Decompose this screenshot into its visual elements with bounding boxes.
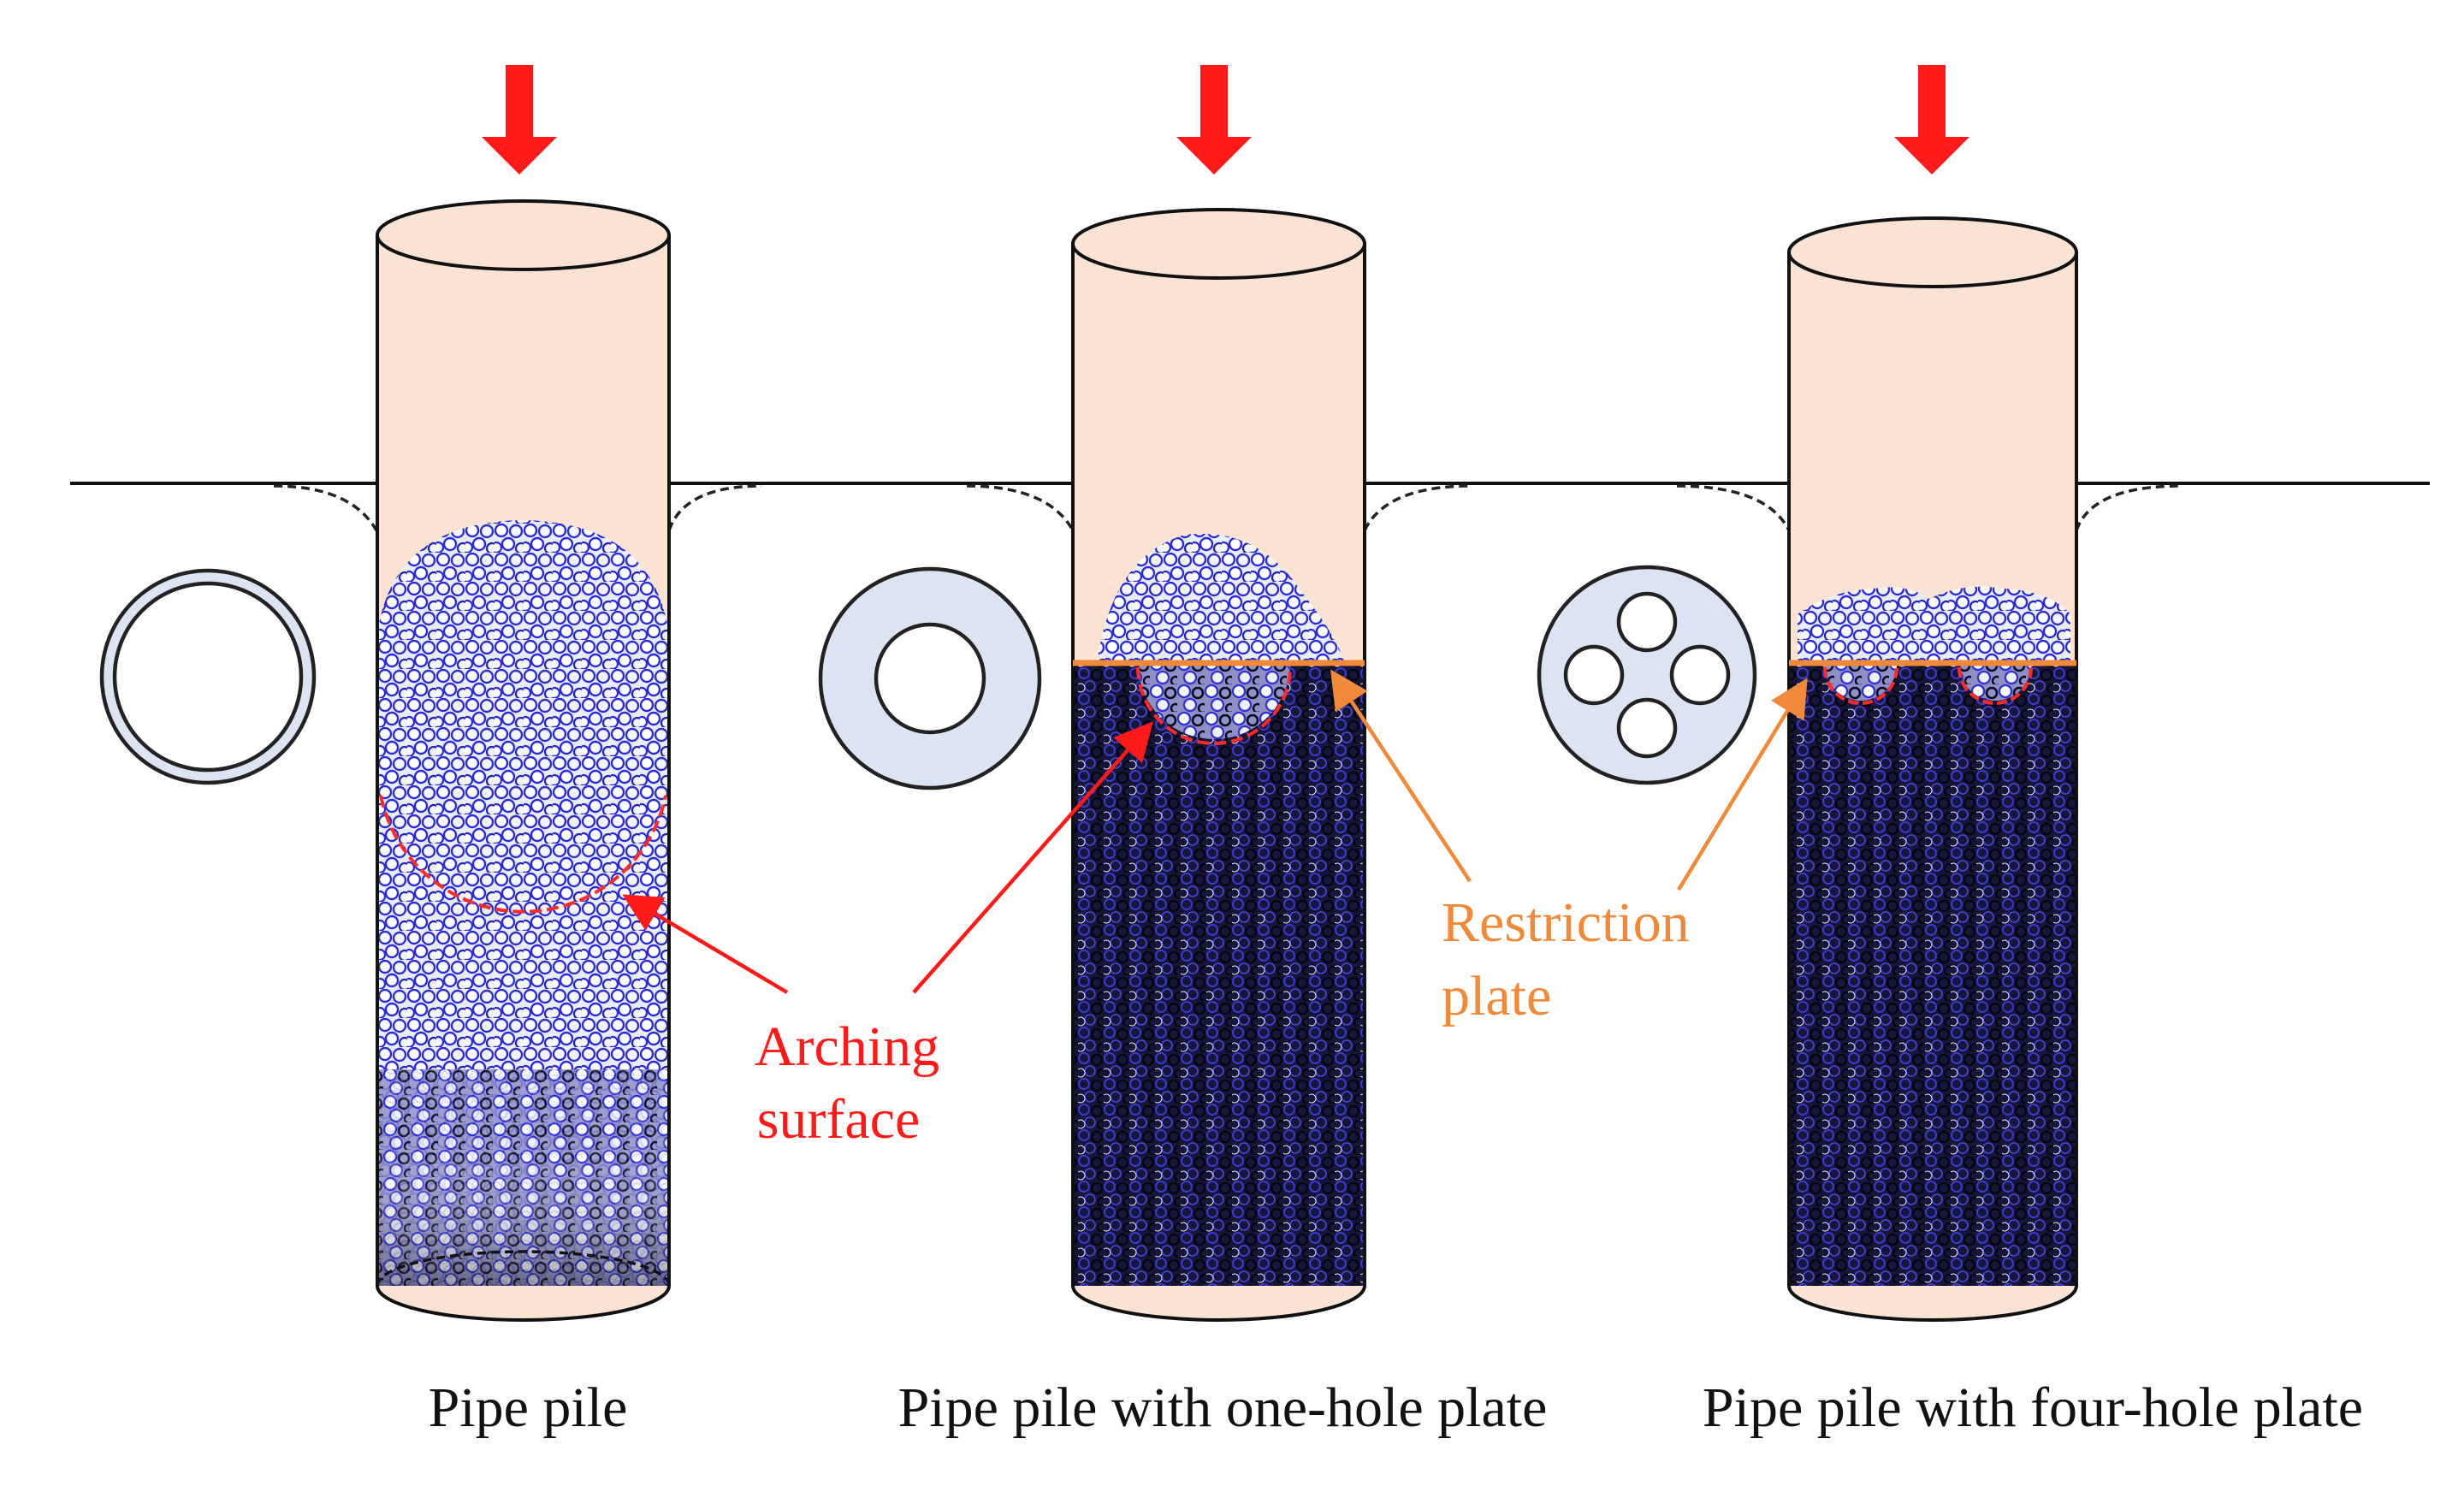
- caption-pipe-pile: Pipe pile: [429, 1376, 628, 1439]
- cross-section-icon: [1537, 565, 1757, 785]
- arching-surface-line: [1823, 666, 1898, 705]
- soil-plug: [1073, 533, 1365, 1286]
- load-arrow-icon: [482, 65, 557, 175]
- load-arrow-icon: [1894, 65, 1969, 175]
- arching-pointer-arrow: [912, 721, 1153, 994]
- soil-heave-dashes: [273, 484, 2183, 531]
- pile-top: [1787, 216, 2078, 288]
- load-arrow-icon: [1176, 65, 1252, 175]
- arching-surface-line: [379, 795, 667, 914]
- soil-plug: [377, 520, 669, 1286]
- pile-top: [1071, 208, 1366, 280]
- pile-top: [376, 199, 671, 271]
- restriction-plate-label-line1: Restriction: [1442, 891, 1690, 954]
- restriction-pointer-arrow: [1330, 669, 1472, 883]
- restriction-plate-label-line2: plate: [1442, 965, 1551, 1027]
- arching-surface-label-line2: surface: [757, 1088, 921, 1151]
- four-hole-pile-group: [1787, 65, 2078, 1322]
- cross-section-icon: [99, 568, 317, 785]
- cross-section-icon: [818, 566, 1042, 790]
- pipe-pile-group: [376, 65, 671, 1322]
- restriction-pointer-arrow: [1677, 678, 1808, 891]
- soil-plug: [1789, 586, 2076, 1286]
- arching-pointer-arrow: [622, 894, 789, 994]
- caption-one-hole-pile: Pipe pile with one-hole plate: [898, 1376, 1548, 1439]
- arching-surface-label-line1: Arching: [755, 1015, 939, 1078]
- one-hole-pile-group: [1071, 65, 1366, 1322]
- arching-surface-line: [1136, 666, 1292, 745]
- arching-surface-line: [1958, 666, 2033, 705]
- caption-four-hole-pile: Pipe pile with four-hole plate: [1703, 1376, 2363, 1439]
